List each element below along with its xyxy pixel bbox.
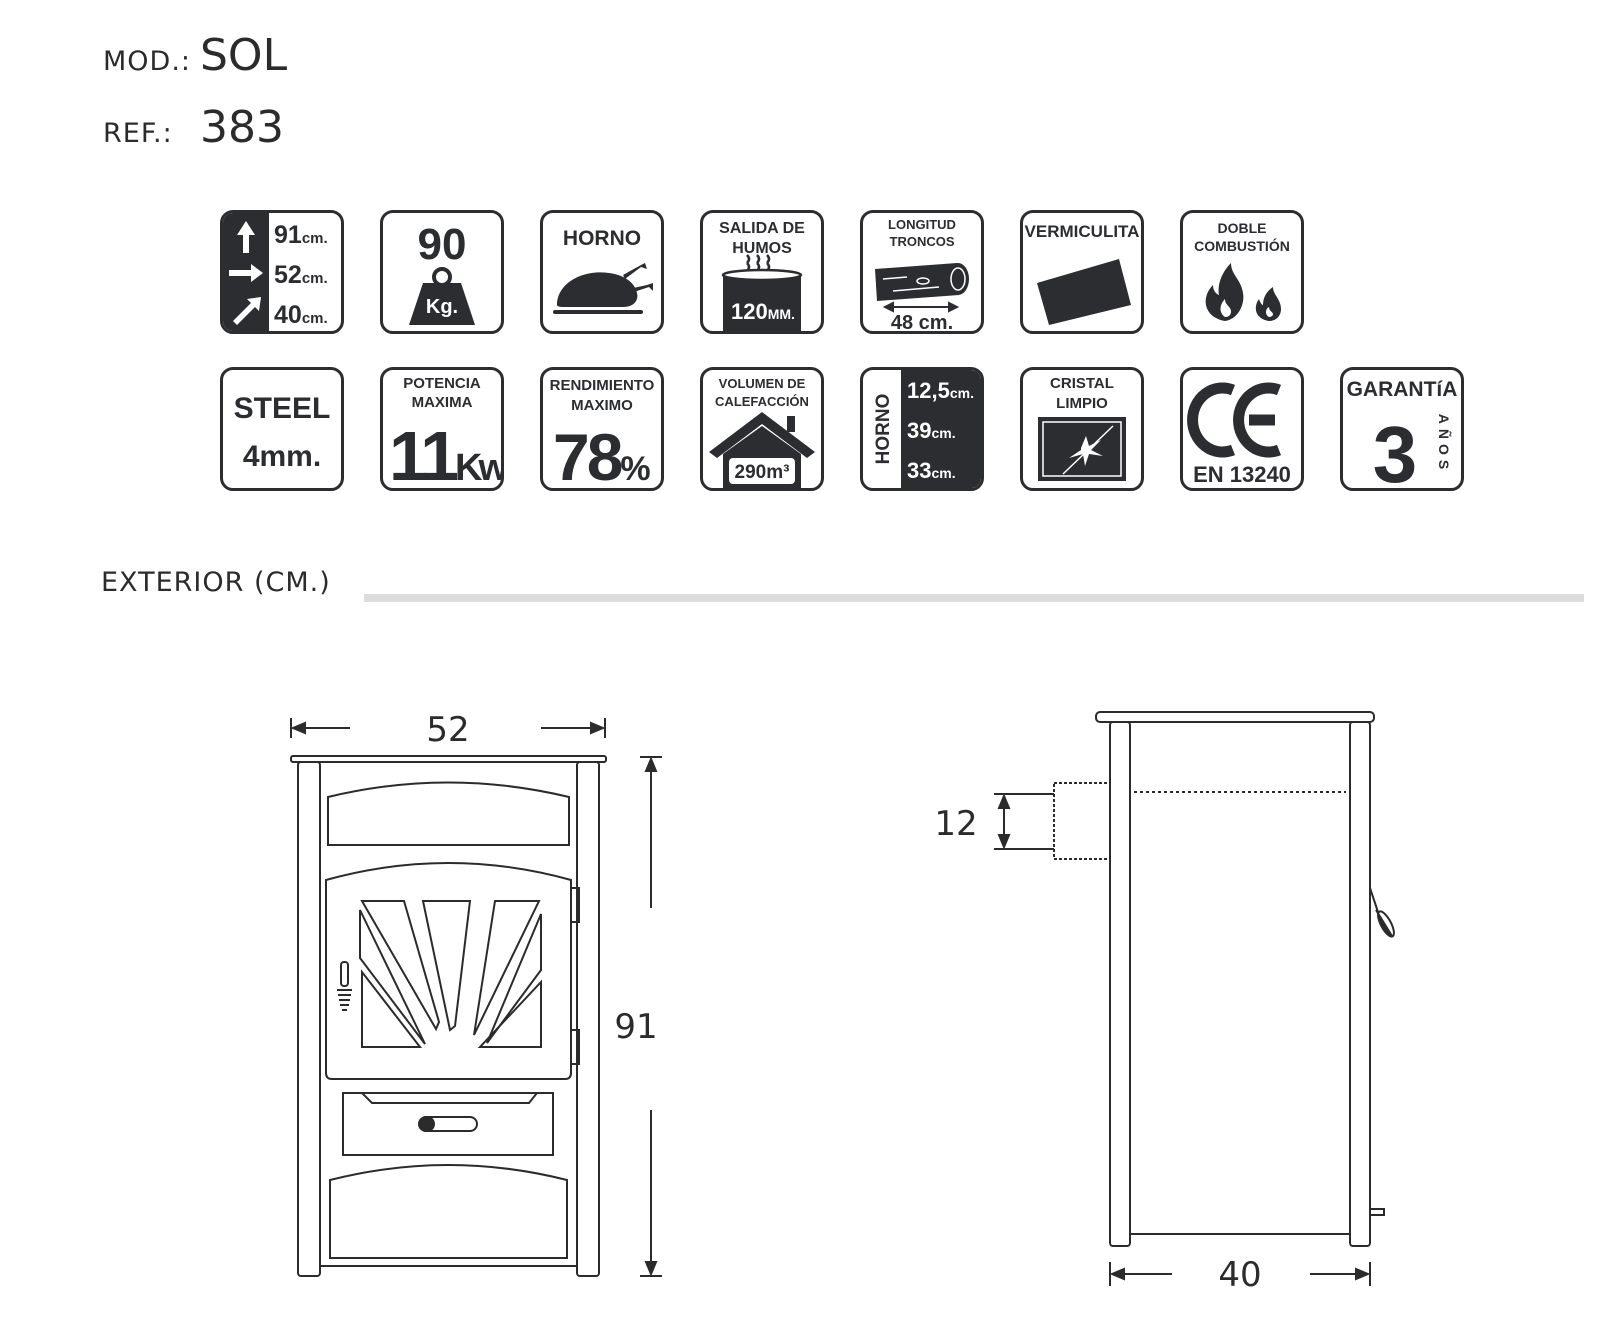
power-badge: POTENCIA MAXIMA 11Kw	[380, 367, 504, 491]
steel-line1: STEEL	[234, 392, 331, 425]
power-unit: Kw	[455, 447, 501, 488]
front-view-drawing	[290, 718, 662, 1277]
flue-badge: SALIDA DE HUMOS 120MM.	[700, 210, 824, 334]
arrow-right-icon	[229, 264, 263, 282]
dimensions-badge: 91cm. 52cm. 40cm.	[220, 210, 344, 334]
model-row: MOD.: SOL	[103, 30, 287, 81]
flue-unit: MM.	[768, 306, 795, 322]
flue-value: 120	[731, 299, 768, 324]
weight-icon	[409, 267, 475, 325]
oven-dim-depth: 33	[907, 458, 931, 483]
svg-text:33cm.: 33cm.	[907, 458, 956, 483]
ce-norm: EN 13240	[1193, 462, 1291, 487]
dim-height-value: 91	[274, 221, 302, 249]
log-length-badge: LONGITUD TRONCOS 48 cm.	[860, 210, 984, 334]
ref-row: REF.: 383	[103, 102, 284, 153]
logs-line2: TRONCOS	[890, 234, 955, 249]
flue-pipe-icon	[723, 275, 801, 331]
volume-value: 290m³	[735, 462, 790, 483]
steel-line2: 4mm.	[243, 440, 321, 473]
svg-text:78%: 78%	[553, 420, 650, 488]
dim-depth-unit: cm.	[302, 310, 328, 327]
svg-text:11Kw: 11Kw	[389, 417, 501, 488]
warranty-badge: GARANTíA 3 AÑOS	[1340, 367, 1464, 491]
length-arrow-icon	[882, 301, 960, 313]
svg-text:52cm.: 52cm.	[274, 261, 328, 289]
vermiculite-badge: VERMICULITA	[1020, 210, 1144, 334]
technical-drawings: 52 91 12 40	[290, 710, 1395, 1295]
model-label: MOD.:	[103, 46, 192, 77]
roast-chicken-icon	[553, 263, 653, 314]
combustion-line1: DOBLE	[1218, 220, 1267, 236]
vermiculite-panel-icon	[1037, 259, 1131, 325]
svg-text:39cm.: 39cm.	[907, 418, 956, 443]
efficiency-badge: RENDIMIENTO MAXIMO 78%	[540, 367, 664, 491]
dim-width-value: 52	[274, 261, 302, 289]
flue-line1: SALIDA DE	[719, 220, 805, 237]
oven-badge: HORNO	[540, 210, 664, 334]
heating-volume-badge: VOLUMEN DE CALEFACCIÓN 290m³	[700, 367, 824, 491]
warranty-label: GARANTíA	[1347, 378, 1458, 401]
side-view-drawing	[994, 711, 1395, 1286]
weight-value: 90	[418, 220, 467, 269]
svg-text:91cm.: 91cm.	[274, 221, 328, 249]
svg-text:12,5cm.: 12,5cm.	[907, 378, 974, 403]
house-icon	[709, 412, 815, 488]
volume-line1: VOLUMEN DE	[719, 376, 806, 391]
ref-label: REF.:	[103, 118, 173, 149]
oven-dim-height: 12,5	[907, 378, 950, 403]
dim-width-unit: cm.	[302, 270, 328, 287]
volume-line2: CALEFACCIÓN	[715, 394, 809, 409]
logs-value: 48 cm.	[891, 312, 953, 331]
model-value: SOL	[200, 30, 288, 81]
ce-badge: EN 13240	[1180, 367, 1304, 491]
arrow-up-icon	[237, 221, 255, 253]
glass-sparkle-icon	[1038, 417, 1126, 481]
efficiency-unit: %	[620, 450, 650, 488]
oven-dimensions-badge: HORNO 12,5cm. 39cm. 33cm.	[860, 367, 984, 491]
warranty-unit: AÑOS	[1436, 414, 1453, 474]
logs-line1: LONGITUD	[888, 217, 956, 232]
section-divider	[364, 594, 1584, 602]
power-line1: POTENCIA	[403, 375, 481, 392]
weight-badge: 90 Kg.	[380, 210, 504, 334]
weight-unit: Kg.	[426, 296, 458, 318]
oven-dim-label: HORNO	[873, 394, 894, 465]
oven-label: HORNO	[563, 227, 641, 250]
efficiency-line2: MAXIMO	[571, 397, 633, 414]
double-combustion-badge: DOBLE COMBUSTIÓN	[1180, 210, 1304, 334]
flue-line2: HUMOS	[732, 240, 792, 257]
glass-line1: CRISTAL	[1050, 375, 1114, 392]
flame-icon	[1205, 263, 1281, 321]
clean-glass-badge: CRISTAL LIMPIO	[1020, 367, 1144, 491]
front-width-label: 52	[426, 710, 469, 750]
ref-value: 383	[200, 102, 284, 153]
vermiculite-label: VERMICULITA	[1025, 222, 1140, 241]
oven-dim-depth-unit: cm.	[931, 465, 955, 481]
efficiency-value: 78	[553, 420, 622, 488]
side-depth-label: 40	[1218, 1255, 1261, 1295]
svg-text:120MM.: 120MM.	[731, 299, 795, 324]
power-value: 11	[389, 417, 457, 488]
front-height-label: 91	[614, 1007, 657, 1047]
svg-text:40cm.: 40cm.	[274, 301, 328, 329]
power-line2: MAXIMA	[412, 394, 473, 411]
dim-depth-value: 40	[274, 301, 302, 329]
side-flue-height-label: 12	[934, 804, 977, 844]
steel-badge: STEEL 4mm.	[220, 367, 344, 491]
glass-line2: LIMPIO	[1056, 395, 1108, 412]
log-icon	[875, 263, 969, 301]
arrow-diagonal-icon	[233, 297, 261, 325]
combustion-line2: COMBUSTIÓN	[1194, 237, 1290, 254]
dim-height-unit: cm.	[302, 230, 328, 247]
oven-dim-height-unit: cm.	[950, 385, 974, 401]
oven-dim-width: 39	[907, 418, 931, 443]
ce-mark-icon	[1187, 382, 1282, 458]
oven-dim-width-unit: cm.	[931, 425, 955, 441]
exterior-title: EXTERIOR (CM.)	[101, 567, 331, 598]
efficiency-line1: RENDIMIENTO	[550, 377, 655, 394]
warranty-value: 3	[1373, 410, 1418, 488]
smoke-icon	[746, 254, 771, 272]
